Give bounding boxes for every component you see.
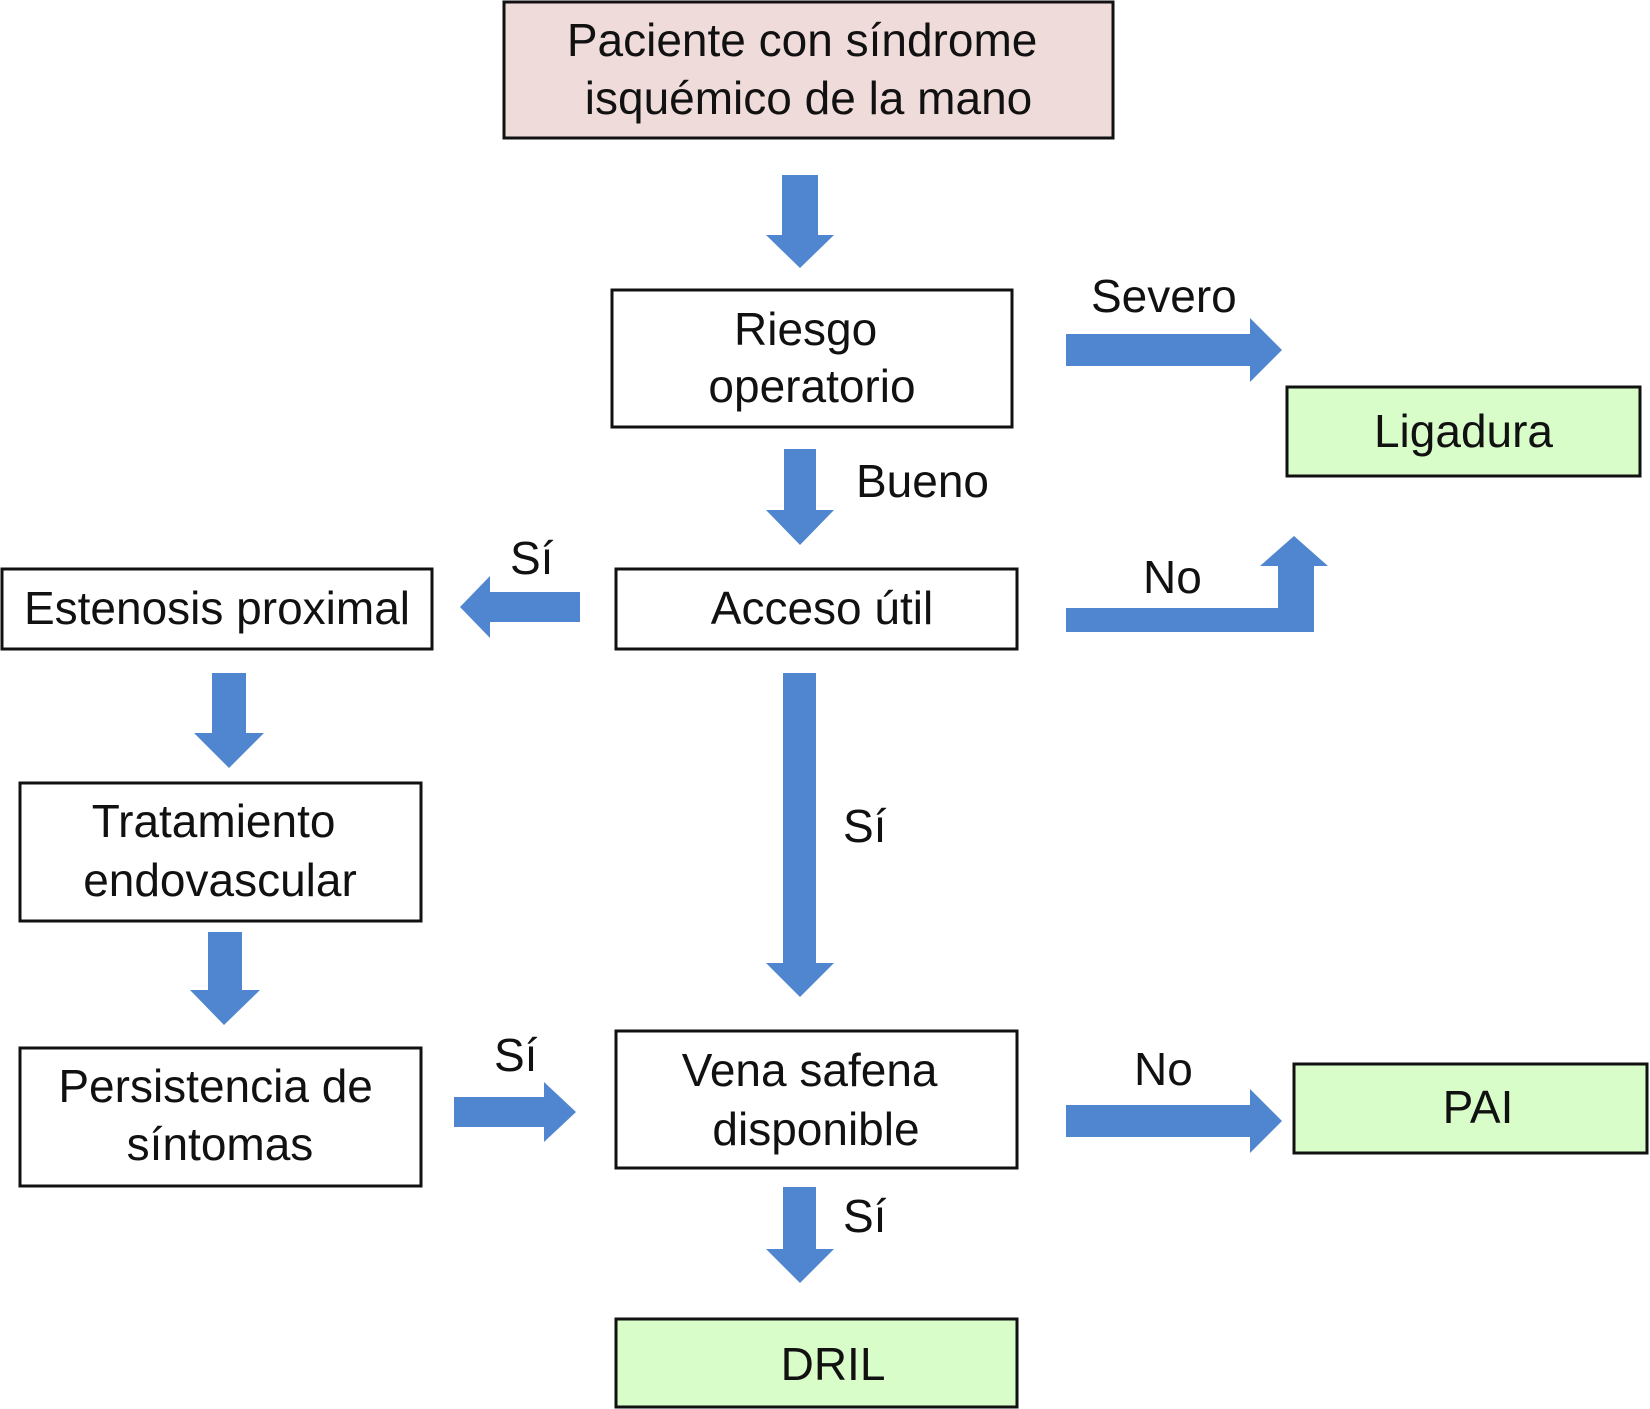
svg-text:PAI: PAI <box>1443 1081 1514 1133</box>
node-risk-line-1: Riesgo <box>734 303 877 355</box>
node-access-box <box>614 567 1019 651</box>
node-saphenous-box <box>614 1029 1019 1170</box>
edge-label-access-yes-down: Sí <box>843 800 887 852</box>
svg-text:Persistencia de síntomas: Persistencia de síntomas <box>58 1060 385 1170</box>
node-saphenous-line-1: Vena safena <box>682 1044 938 1096</box>
svg-text:DRIL: DRIL <box>781 1338 886 1390</box>
node-patient-box <box>502 0 1115 140</box>
node-persistence: Persistencia de síntomas <box>18 1046 423 1188</box>
arrow-stenosis-to-endovascular <box>194 673 264 768</box>
edge-label-good: Bueno <box>856 455 989 507</box>
node-dril-label: DRIL <box>781 1338 886 1390</box>
edge-label-access-no: No <box>1143 551 1202 603</box>
node-patient: Paciente con síndrome isquémico de la ma… <box>502 0 1115 140</box>
edge-label-saphenous-no: No <box>1134 1043 1193 1095</box>
node-pai-box <box>1292 1062 1649 1155</box>
node-access: Acceso útil <box>614 567 1019 651</box>
node-dril: DRIL <box>614 1317 1019 1409</box>
edge-label-severe: Severo <box>1091 270 1237 322</box>
svg-text:Paciente con síndrome is: Paciente con síndrome isquémico de la ma… <box>567 14 1050 124</box>
node-persistence-box <box>18 1046 423 1188</box>
node-endovascular-line-1: Tratamiento <box>92 795 336 847</box>
node-access-label: Acceso útil <box>711 582 933 634</box>
edge-labels: Severo Bueno Sí No Sí Sí No Sí <box>494 270 1237 1242</box>
node-patient-line-2: isquémico de la mano <box>585 72 1032 124</box>
node-risk-box <box>610 288 1014 429</box>
node-pai-label: PAI <box>1443 1081 1514 1133</box>
arrow-access-to-stenosis <box>460 576 580 638</box>
svg-text:Acceso útil: Acceso útil <box>711 582 933 634</box>
svg-text:Tratamiento endovascular: Tratamiento endovascular <box>83 795 357 906</box>
arrow-risk-to-ligadura <box>1066 318 1282 382</box>
node-ligadura-label: Ligadura <box>1374 405 1553 457</box>
node-endovascular-line-2: endovascular <box>83 854 357 906</box>
arrows <box>190 175 1328 1283</box>
node-risk: Riesgo operatorio <box>610 288 1014 429</box>
arrow-risk-to-access <box>766 449 834 545</box>
svg-text:Vena safena disponible: Vena safena disponible <box>682 1044 951 1155</box>
arrow-access-to-ligadura <box>1066 536 1328 632</box>
node-risk-line-2: operatorio <box>708 360 915 412</box>
svg-text:Estenosis proximal: Estenosis proximal <box>24 582 410 634</box>
edge-label-access-yes-left: Sí <box>510 532 554 584</box>
node-persistence-line-2: síntomas <box>127 1118 314 1170</box>
arrow-access-to-saphenous <box>766 673 834 997</box>
arrow-saphenous-to-dril <box>766 1187 834 1283</box>
node-persistence-line-1: Persistencia de <box>58 1060 373 1112</box>
arrow-persistence-to-saphenous <box>454 1082 576 1142</box>
node-patient-line-1: Paciente con síndrome <box>567 14 1038 66</box>
arrow-saphenous-to-pai <box>1066 1089 1282 1153</box>
node-stenosis: Estenosis proximal <box>0 567 434 651</box>
svg-text:Ligadura: Ligadura <box>1374 405 1553 457</box>
node-stenosis-label: Estenosis proximal <box>24 582 410 634</box>
node-saphenous-line-2: disponible <box>712 1103 919 1155</box>
node-stenosis-box <box>0 567 434 651</box>
node-endovascular-box <box>18 781 423 923</box>
node-saphenous: Vena safena disponible <box>614 1029 1019 1170</box>
arrow-patient-to-risk <box>766 175 834 268</box>
node-dril-box <box>614 1317 1019 1409</box>
node-endovascular: Tratamiento endovascular <box>18 781 423 923</box>
node-pai: PAI <box>1292 1062 1649 1155</box>
node-ligadura-box <box>1285 385 1642 478</box>
arrow-endovascular-to-persistence <box>190 932 260 1025</box>
node-ligadura: Ligadura <box>1285 385 1642 478</box>
edge-label-persistence-yes: Sí <box>494 1029 538 1081</box>
edge-label-saphenous-yes: Sí <box>843 1190 887 1242</box>
svg-text:Riesgo operatorio: Riesgo operatorio <box>708 303 915 412</box>
